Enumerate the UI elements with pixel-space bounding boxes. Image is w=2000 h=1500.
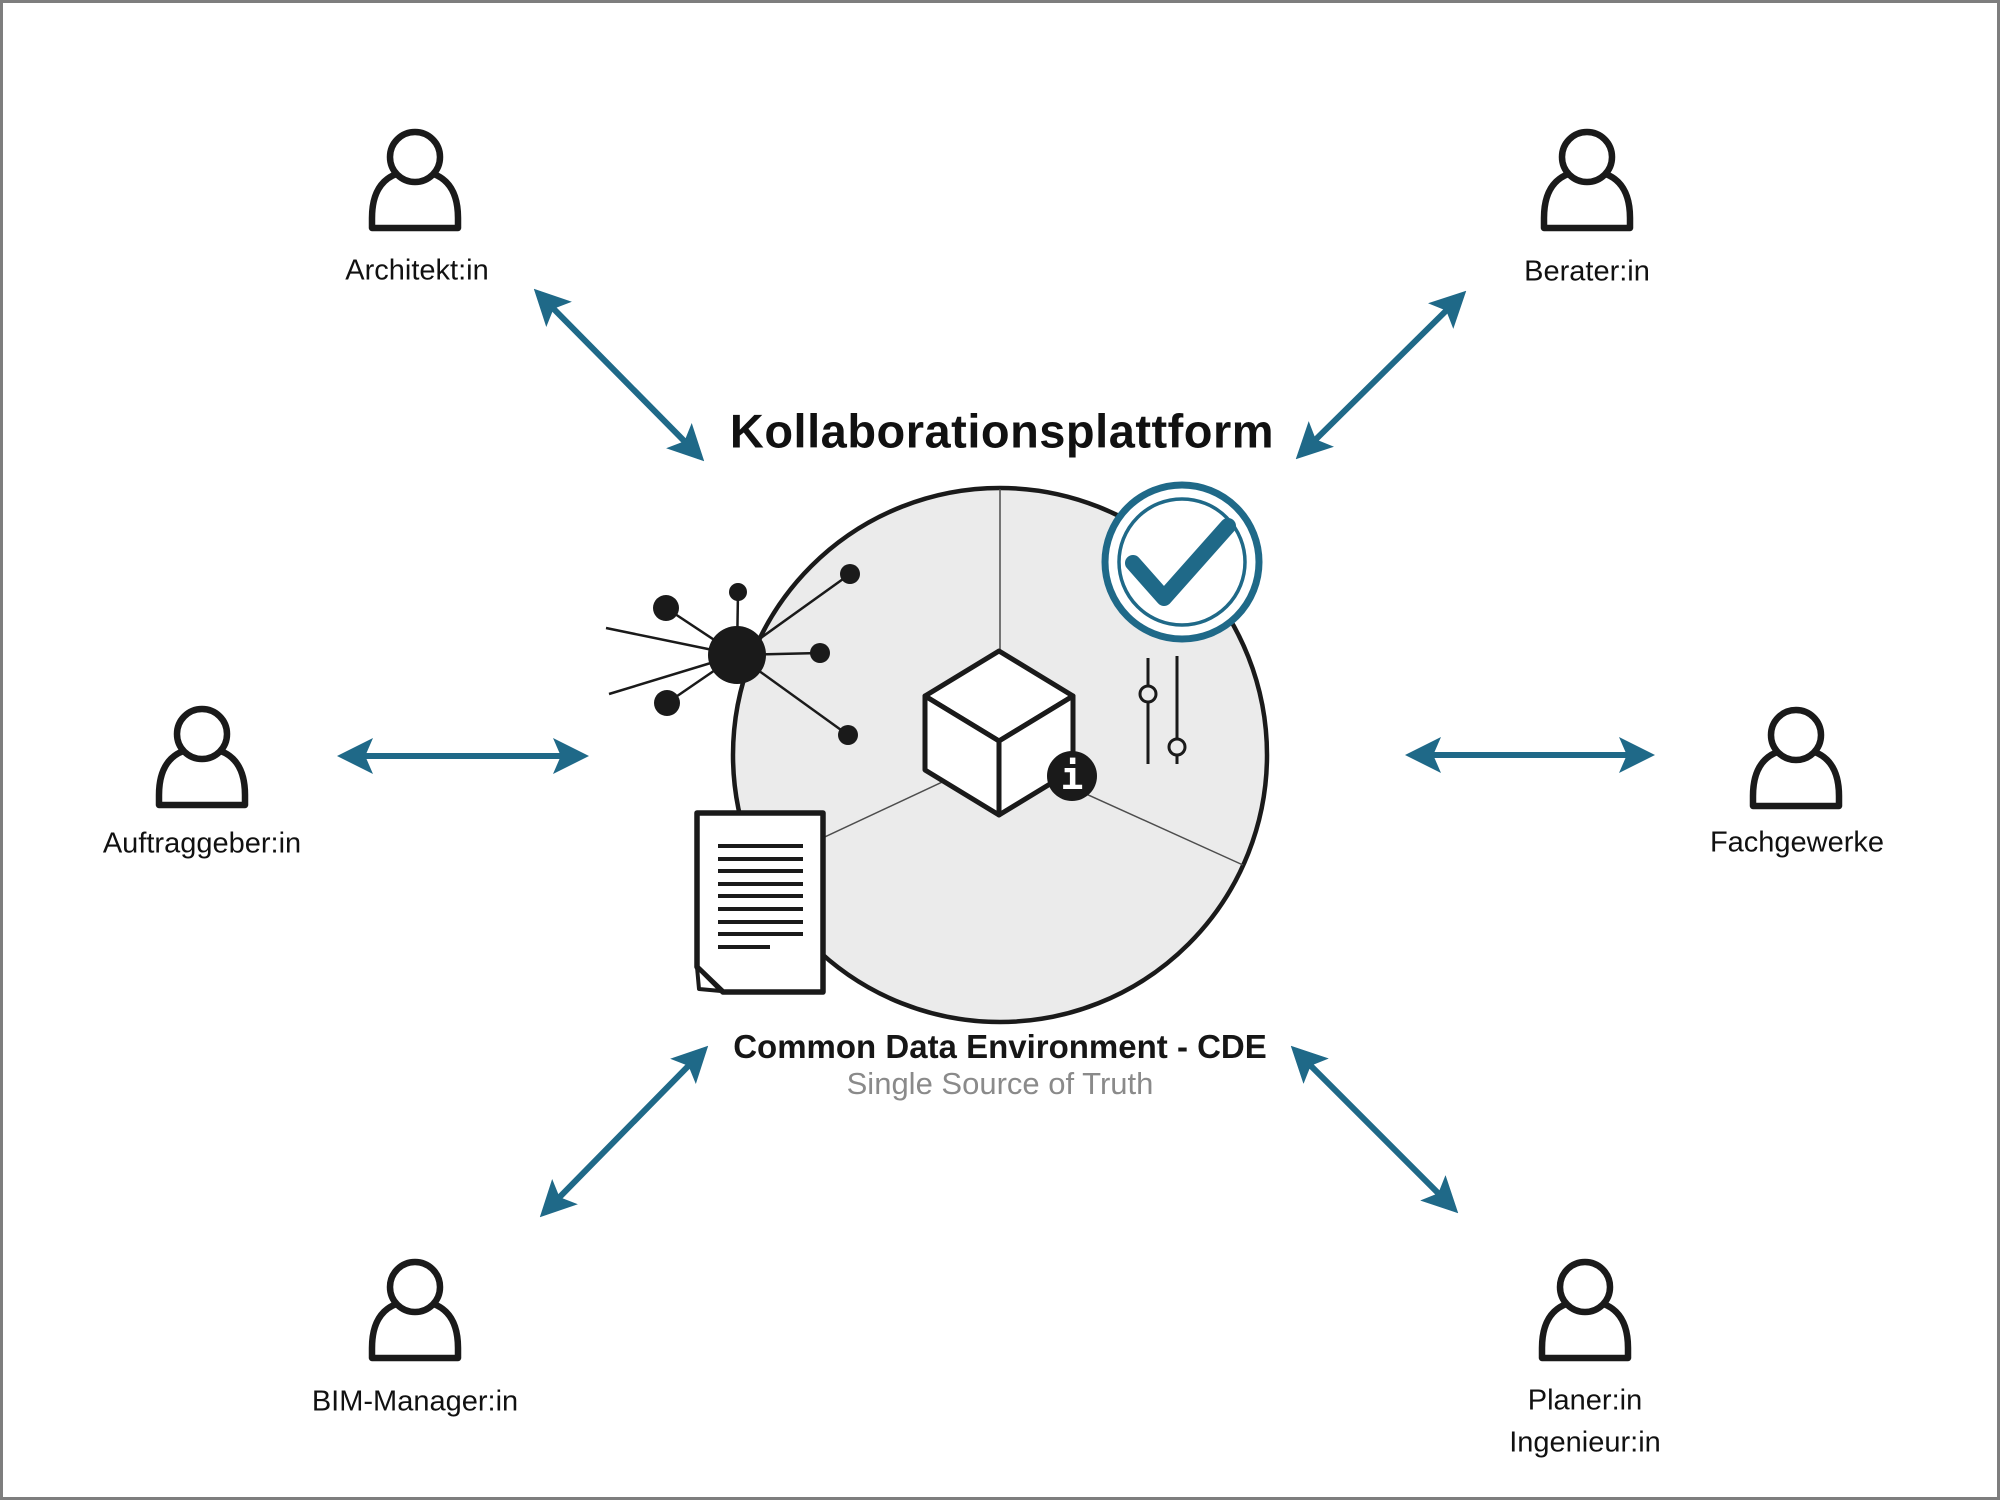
info-glyph: i: [1061, 754, 1084, 798]
sliders-icon: [1138, 656, 1187, 764]
arrow-architekt: [533, 288, 705, 462]
document-text-lines: [718, 844, 803, 949]
info-icon: i: [1047, 751, 1097, 801]
page-title: Kollaborationsplattform: [729, 404, 1275, 458]
actor-label-bim-manager: BIM-Manager:in: [311, 1385, 519, 1418]
person-icon-auftraggeber: [159, 709, 245, 805]
actor-label-planer: Planer:in: [1527, 1384, 1643, 1417]
actor-label-ingenieur: Ingenieur:in: [1509, 1426, 1661, 1459]
connector-arrows: [337, 288, 1655, 1218]
cde-heading: Common Data Environment - CDE: [733, 1028, 1267, 1065]
actor-label-auftraggeber: Auftraggeber:in: [102, 827, 302, 860]
person-icon-berater: [1544, 132, 1630, 228]
person-icon-planer: [1542, 1262, 1628, 1358]
document-icon: [694, 810, 826, 995]
person-icon-bim-manager: [372, 1262, 458, 1358]
check-badge-icon: [1101, 481, 1263, 643]
cde-subheading: Single Source of Truth: [846, 1066, 1154, 1101]
network-icon: [605, 564, 860, 745]
actor-label-fachgewerke: Fachgewerke: [1709, 826, 1885, 859]
arrow-planer: [1290, 1045, 1459, 1214]
person-icon-architekt: [372, 132, 458, 228]
actor-label-berater: Berater:in: [1524, 255, 1650, 288]
arrow-berater: [1295, 290, 1467, 460]
arrow-bim-manager: [539, 1045, 709, 1218]
person-icon-fachgewerke: [1753, 710, 1839, 806]
actor-label-architekt: Architekt:in: [345, 254, 489, 287]
cube-icon: [922, 648, 1076, 818]
